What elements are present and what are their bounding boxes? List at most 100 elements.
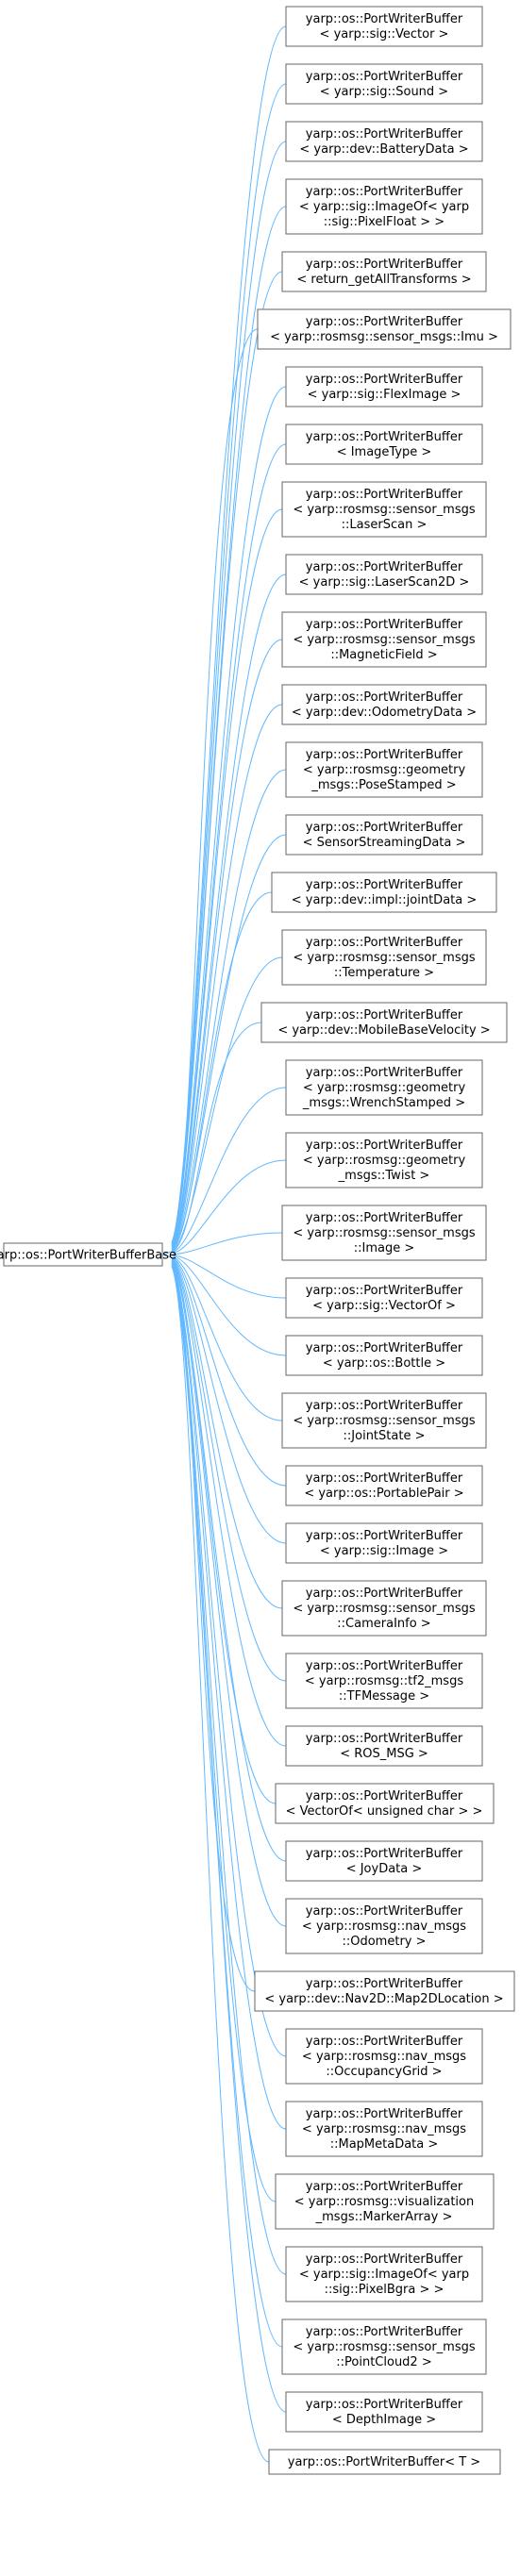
derived-class-node[interactable]: yarp::os::PortWriterBuffer< yarp::rosmsg…	[281, 611, 487, 668]
inheritance-edge	[171, 639, 283, 1249]
derived-class-node[interactable]: yarp::os::PortWriterBuffer< yarp::rosmsg…	[285, 1059, 483, 1116]
derived-class-box	[285, 63, 483, 105]
derived-class-node[interactable]: yarp::os::PortWriterBuffer< return_getAl…	[281, 251, 487, 292]
derived-class-node[interactable]: yarp::os::PortWriterBuffer< yarp::dev::M…	[260, 1002, 508, 1043]
derived-class-label: < yarp::rosmsg::geometry	[303, 1081, 466, 1095]
derived-class-box	[285, 121, 483, 162]
derived-class-node[interactable]: yarp::os::PortWriterBuffer< yarp::rosmsg…	[281, 2318, 487, 2375]
inheritance-edge	[171, 1256, 287, 1544]
derived-class-label: yarp::os::PortWriterBuffer	[306, 488, 463, 502]
inheritance-arrowhead	[161, 1250, 175, 1259]
derived-class-box	[281, 1392, 487, 1449]
derived-class-label: yarp::os::PortWriterBuffer	[306, 1529, 463, 1543]
derived-class-node[interactable]: yarp::os::PortWriterBuffer< yarp::sig::I…	[285, 1522, 483, 1564]
derived-class-box	[285, 741, 483, 798]
derived-class-node[interactable]: yarp::os::PortWriterBuffer< yarp::sig::S…	[285, 63, 483, 105]
inheritance-edge	[171, 1087, 287, 1254]
derived-class-label: ::sig::PixelBgra > >	[325, 2283, 445, 2297]
inheritance-edge	[171, 1159, 287, 1255]
derived-class-box	[275, 2173, 495, 2230]
derived-class-label: < yarp::sig::Image >	[320, 1544, 448, 1558]
derived-class-node[interactable]: yarp::os::PortWriterBuffer< yarp::rosmsg…	[285, 741, 483, 798]
derived-class-label: yarp::os::PortWriterBuffer	[306, 373, 463, 387]
derived-class-box	[285, 814, 483, 856]
inheritance-edge	[171, 1258, 287, 1682]
derived-class-label: yarp::os::PortWriterBuffer	[306, 315, 463, 329]
derived-class-node[interactable]: yarp::os::PortWriterBuffer< yarp::dev::i…	[271, 872, 497, 913]
derived-class-box	[285, 1465, 483, 1506]
derived-class-box	[285, 1725, 483, 1767]
derived-class-label: < yarp::dev::BatteryData >	[299, 142, 468, 157]
derived-class-label: < JoyData >	[346, 1862, 423, 1876]
derived-class-box	[254, 1970, 515, 2012]
derived-class-label: ::MapMetaData >	[330, 2137, 439, 2152]
derived-class-box	[281, 2318, 487, 2375]
derived-class-node[interactable]: yarp::os::PortWriterBuffer< T >	[268, 2449, 501, 2475]
derived-class-box	[285, 554, 483, 595]
base-class-node[interactable]: yarp::os::PortWriterBufferBase	[0, 1242, 176, 1267]
derived-class-label: < yarp::rosmsg::sensor_msgs	[293, 503, 476, 517]
derived-class-label: yarp::os::PortWriterBuffer	[306, 2398, 463, 2412]
derived-class-node[interactable]: yarp::os::PortWriterBuffer< yarp::rosmsg…	[281, 1392, 487, 1449]
derived-class-label: < yarp::sig::Sound >	[320, 85, 448, 99]
derived-class-node[interactable]: yarp::os::PortWriterBuffer< yarp::sig::V…	[285, 1277, 483, 1319]
derived-class-label: yarp::os::PortWriterBuffer	[306, 1847, 463, 1861]
derived-class-node[interactable]: yarp::os::PortWriterBuffer< yarp::os::Bo…	[285, 1335, 483, 1376]
derived-class-node[interactable]: yarp::os::PortWriterBuffer< yarp::rosmsg…	[285, 2101, 483, 2157]
derived-class-box	[257, 308, 512, 350]
inheritance-edge	[171, 1266, 287, 2413]
derived-class-node[interactable]: yarp::os::PortWriterBuffer< yarp::sig::F…	[285, 366, 483, 407]
derived-class-box	[281, 684, 487, 725]
derived-class-node[interactable]: yarp::os::PortWriterBuffer< yarp::rosmsg…	[275, 2173, 495, 2230]
derived-class-node[interactable]: yarp::os::PortWriterBuffer< yarp::sig::I…	[285, 2246, 483, 2302]
derived-class-node[interactable]: yarp::os::PortWriterBuffer< yarp::rosmsg…	[281, 1580, 487, 1637]
derived-class-node[interactable]: yarp::os::PortWriterBuffer< yarp::sig::L…	[285, 554, 483, 595]
derived-class-label: < ROS_MSG >	[340, 1747, 428, 1761]
inheritance-edges	[161, 25, 287, 2463]
derived-class-box	[281, 929, 487, 986]
derived-class-label: ::Temperature >	[334, 966, 434, 980]
derived-class-label: < SensorStreamingData >	[303, 836, 466, 850]
inheritance-edge	[171, 1262, 287, 2057]
derived-class-node[interactable]: yarp::os::PortWriterBuffer< SensorStream…	[285, 814, 483, 856]
inheritance-edge	[171, 1264, 287, 2275]
derived-class-box	[268, 2449, 501, 2475]
derived-class-box	[281, 1580, 487, 1637]
derived-class-node[interactable]: yarp::os::PortWriterBuffer< yarp::rosmsg…	[285, 1653, 483, 1709]
derived-class-node[interactable]: yarp::os::PortWriterBuffer< yarp::dev::B…	[285, 121, 483, 162]
derived-class-box	[285, 1335, 483, 1376]
derived-class-label: yarp::os::PortWriterBuffer	[306, 2107, 463, 2121]
derived-class-node[interactable]: yarp::os::PortWriterBuffer< yarp::sig::I…	[285, 178, 483, 235]
inheritance-edge	[171, 1022, 262, 1254]
derived-class-label: < yarp::dev::impl::jointData >	[292, 893, 478, 907]
derived-class-label: ::PointCloud2 >	[336, 2355, 431, 2369]
derived-class-label: yarp::os::PortWriterBuffer	[306, 878, 463, 892]
derived-class-box	[285, 1898, 483, 1954]
derived-class-node[interactable]: yarp::os::PortWriterBuffer< yarp::rosmsg…	[281, 929, 487, 986]
derived-class-node[interactable]: yarp::os::PortWriterBuffer< yarp::rosmsg…	[285, 1898, 483, 1954]
derived-class-node[interactable]: yarp::os::PortWriterBuffer< yarp::rosmsg…	[285, 1132, 483, 1188]
derived-class-node[interactable]: yarp::os::PortWriterBuffer< JoyData >	[285, 1840, 483, 1882]
derived-class-label: ::Odometry >	[342, 1935, 426, 1949]
derived-class-label: < yarp::sig::LaserScan2D >	[299, 575, 470, 590]
derived-class-node[interactable]: yarp::os::PortWriterBuffer< ImageType >	[285, 424, 483, 465]
inheritance-edge	[171, 1260, 287, 1862]
derived-class-node[interactable]: yarp::os::PortWriterBuffer< yarp::rosmsg…	[281, 481, 487, 538]
derived-class-node[interactable]: yarp::os::PortWriterBuffer< yarp::dev::N…	[254, 1970, 515, 2012]
inheritance-edge	[171, 891, 273, 1252]
derived-class-node[interactable]: yarp::os::PortWriterBuffer< DepthImage >	[285, 2391, 483, 2433]
derived-class-node[interactable]: yarp::os::PortWriterBuffer< yarp::rosmsg…	[285, 2028, 483, 2085]
derived-class-label: < yarp::rosmsg::sensor_msgs	[293, 2340, 476, 2354]
derived-class-label: yarp::os::PortWriterBuffer	[306, 12, 463, 26]
derived-class-node[interactable]: yarp::os::PortWriterBuffer< ROS_MSG >	[285, 1725, 483, 1767]
derived-class-node[interactable]: yarp::os::PortWriterBuffer< yarp::os::Po…	[285, 1465, 483, 1506]
derived-class-node[interactable]: yarp::os::PortWriterBuffer< yarp::rosmsg…	[257, 308, 512, 350]
derived-class-box	[275, 1783, 495, 1824]
derived-class-node[interactable]: yarp::os::PortWriterBuffer< yarp::sig::V…	[285, 6, 483, 47]
derived-class-node[interactable]: yarp::os::PortWriterBuffer< VectorOf< un…	[275, 1783, 495, 1824]
derived-class-node[interactable]: yarp::os::PortWriterBuffer< yarp::dev::O…	[281, 684, 487, 725]
derived-class-node[interactable]: yarp::os::PortWriterBuffer< yarp::rosmsg…	[281, 1205, 487, 1261]
derived-class-box	[285, 1132, 483, 1188]
derived-class-label: ::Image >	[354, 1241, 415, 1255]
derived-class-box	[271, 872, 497, 913]
